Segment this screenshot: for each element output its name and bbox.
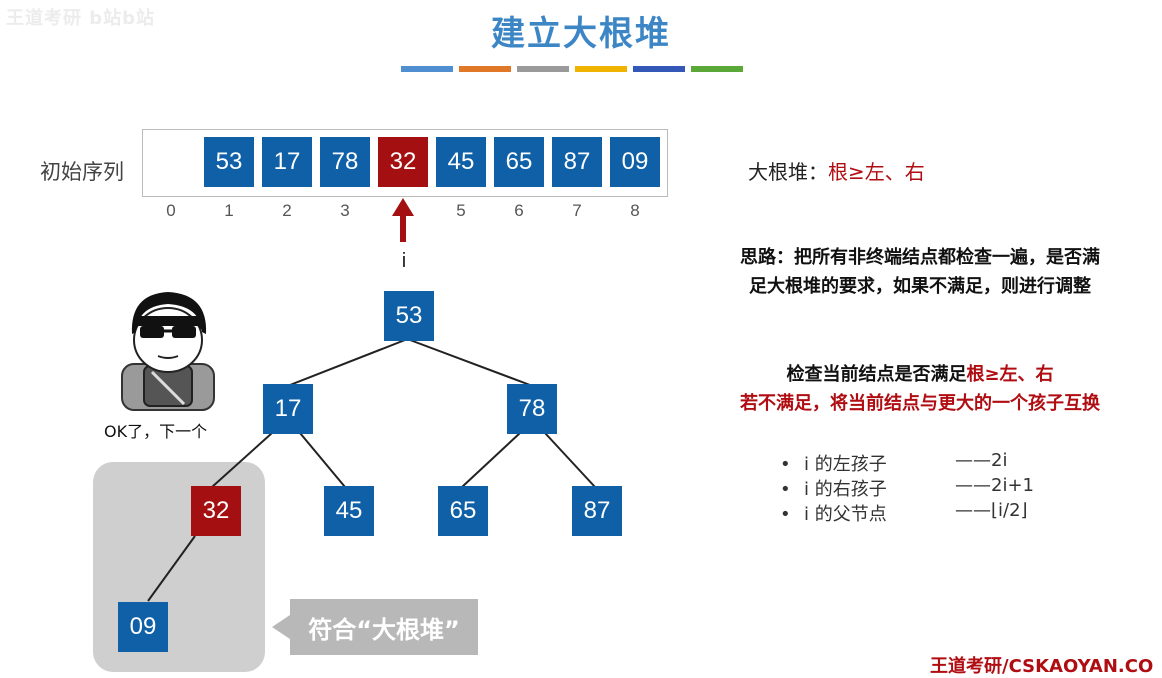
sequence-index-6: 6 bbox=[514, 201, 524, 220]
pointer-arrow-icon bbox=[392, 198, 414, 242]
bullet-left-formula: ——2i bbox=[955, 450, 1008, 471]
definition-prefix: 大根堆： bbox=[748, 160, 828, 184]
edge-32-09 bbox=[147, 535, 196, 602]
watermark: 王道考研 b站b站 bbox=[6, 8, 156, 29]
tree-node-17: 17 bbox=[263, 384, 313, 434]
strip-seg-2 bbox=[459, 66, 511, 72]
bullet-parent-formula: ——⌊i/2⌋ bbox=[955, 500, 1028, 521]
bullet-parent: •i 的父节点 ——⌊i/2⌋ bbox=[780, 500, 1028, 525]
sequence-index-2: 2 bbox=[282, 201, 292, 220]
callout-pointer bbox=[272, 615, 290, 639]
sequence-index-1: 1 bbox=[224, 201, 234, 220]
edge-17-45 bbox=[299, 432, 346, 488]
edge-78-65 bbox=[461, 432, 521, 488]
idea-line-1: 思路：把所有非终端结点都检查一遍，是否满 bbox=[740, 247, 1100, 268]
tree-node-87: 87 bbox=[572, 486, 622, 536]
idea-text: 思路：把所有非终端结点都检查一遍，是否满 足大根堆的要求，如果不满足，则进行调整 bbox=[700, 243, 1140, 301]
sequence-cell-0 bbox=[146, 137, 196, 187]
tree-node-45: 45 bbox=[324, 486, 374, 536]
meme-caption: OK了，下一个 bbox=[104, 422, 208, 441]
sunglasses-meme-icon bbox=[121, 292, 215, 411]
check-line-2: 若不满足，将当前结点与更大的一个孩子互换 bbox=[740, 393, 1100, 414]
check-text: 检查当前结点是否满足根≥左、右 若不满足，将当前结点与更大的一个孩子互换 bbox=[700, 360, 1140, 418]
footer-brand: 王道考研/CSKAOYAN.CO bbox=[930, 656, 1154, 677]
strip-seg-5 bbox=[633, 66, 685, 72]
bullet-left-label: i 的左孩子 bbox=[804, 454, 887, 475]
sequence-cell-2: 17 bbox=[262, 137, 312, 187]
sequence-cell-8: 09 bbox=[610, 137, 660, 187]
callout-bubble: 符合“大根堆” bbox=[290, 599, 478, 655]
sequence-cell-1: 53 bbox=[204, 137, 254, 187]
bullet-right-label: i 的右孩子 bbox=[804, 479, 887, 500]
strip-seg-4 bbox=[575, 66, 627, 72]
sequence-cell-4: 32 bbox=[378, 137, 428, 187]
sequence-cell-7: 87 bbox=[552, 137, 602, 187]
edge-78-87 bbox=[544, 432, 596, 488]
sequence-index-7: 7 bbox=[572, 201, 582, 220]
sequence-index-3: 3 bbox=[340, 201, 350, 220]
sequence-label: 初始序列 bbox=[40, 160, 124, 184]
bullet-right-formula: ——2i+1 bbox=[955, 475, 1034, 496]
edge-17-32 bbox=[211, 432, 273, 488]
edge-53-17 bbox=[289, 339, 406, 386]
strip-seg-1 bbox=[401, 66, 453, 72]
sequence-cell-3: 78 bbox=[320, 137, 370, 187]
tree-node-65: 65 bbox=[438, 486, 488, 536]
tree-node-53: 53 bbox=[384, 291, 434, 341]
color-strip bbox=[401, 66, 749, 72]
strip-seg-3 bbox=[517, 66, 569, 72]
edge-53-78 bbox=[409, 339, 531, 386]
check-prefix: 检查当前结点是否满足 bbox=[786, 364, 967, 385]
heap-definition: 大根堆：根≥左、右 bbox=[748, 156, 925, 185]
sequence-cell-5: 45 bbox=[436, 137, 486, 187]
bullet-right-child: •i 的右孩子 ——2i+1 bbox=[780, 475, 1034, 500]
page-title: 建立大根堆 bbox=[491, 14, 671, 54]
pointer-label: i bbox=[401, 250, 407, 272]
sequence-cell-6: 65 bbox=[494, 137, 544, 187]
check-rule: 根≥左、右 bbox=[966, 364, 1054, 385]
sequence-index-5: 5 bbox=[456, 201, 466, 220]
sequence-index-8: 8 bbox=[630, 201, 640, 220]
idea-line-2: 足大根堆的要求，如果不满足，则进行调整 bbox=[749, 276, 1091, 297]
sequence-index-0: 0 bbox=[166, 201, 176, 220]
tree-node-78: 78 bbox=[507, 384, 557, 434]
definition-rule: 根≥左、右 bbox=[828, 160, 925, 184]
tree-node-32: 32 bbox=[191, 486, 241, 536]
bullet-parent-label: i 的父节点 bbox=[804, 504, 887, 525]
bullet-left-child: •i 的左孩子 ——2i bbox=[780, 450, 1008, 475]
strip-seg-6 bbox=[691, 66, 743, 72]
tree-node-09: 09 bbox=[118, 602, 168, 652]
